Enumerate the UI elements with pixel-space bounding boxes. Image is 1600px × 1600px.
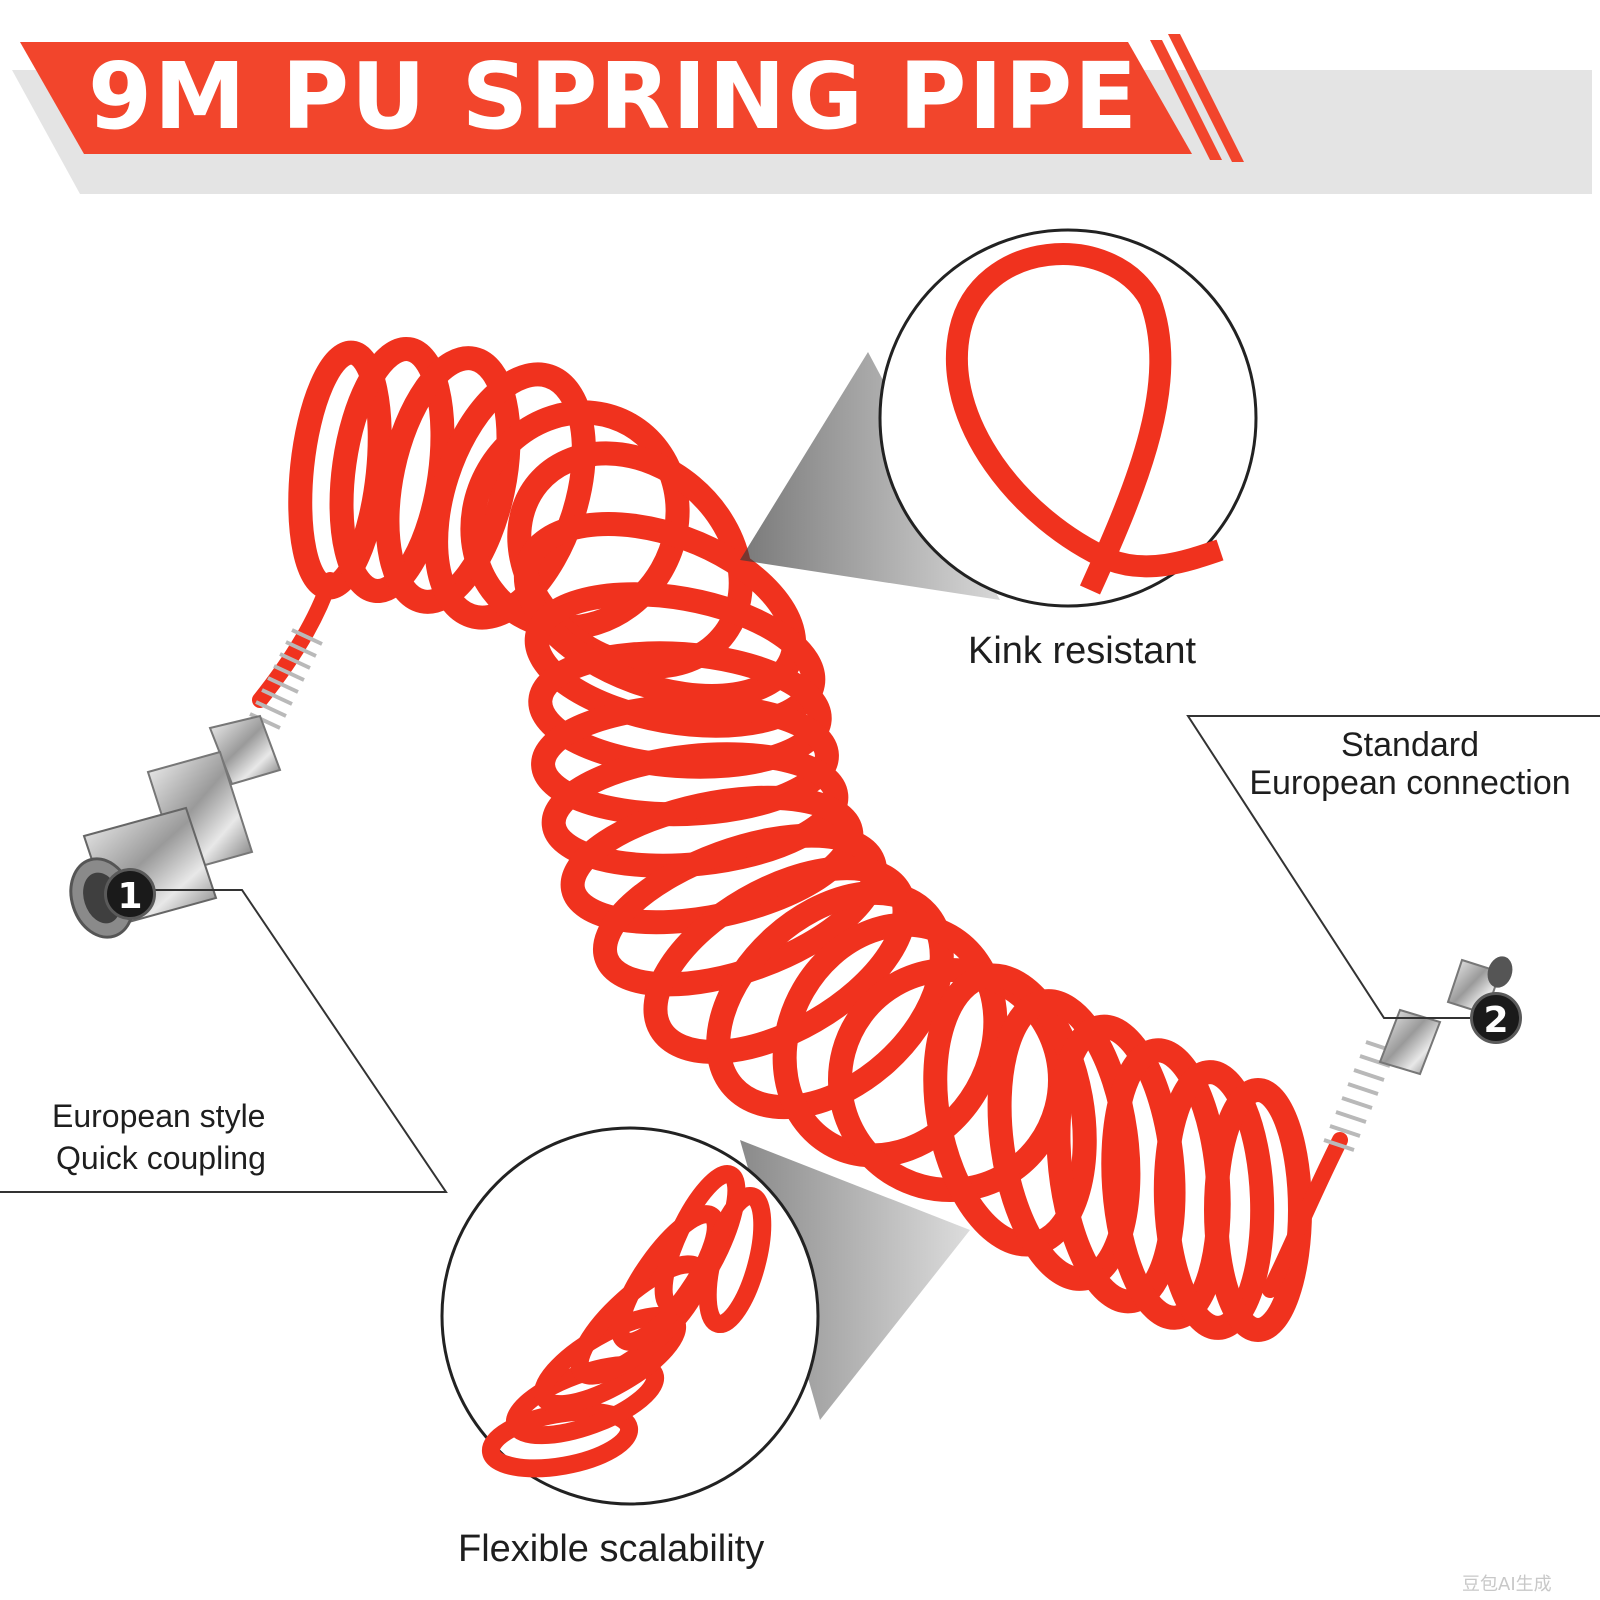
page-title: 9M PU SPRING PIPE bbox=[88, 43, 1139, 150]
kink-loop bbox=[945, 243, 1224, 595]
zoom-cone-bottom bbox=[740, 1140, 970, 1420]
banner-ribbon bbox=[20, 42, 1192, 154]
leader-line-2 bbox=[1186, 715, 1600, 1019]
leader-line-1 bbox=[0, 889, 448, 1193]
label-european-style: European style bbox=[52, 1098, 266, 1134]
spring-guard-left bbox=[249, 628, 323, 730]
label-kink-resistant: Kink resistant bbox=[968, 630, 1197, 672]
label-flexible-scalability: Flexible scalability bbox=[458, 1528, 765, 1570]
quick-coupling-left bbox=[69, 714, 282, 939]
marker-1: 1 bbox=[104, 868, 156, 920]
banner-stripe bbox=[1168, 34, 1244, 162]
coiled-hose bbox=[288, 337, 1312, 1342]
watermark: 豆包AI生成 bbox=[1462, 1574, 1552, 1595]
hose-tail-right bbox=[1262, 1132, 1348, 1298]
label-quick-coupling: Quick coupling bbox=[56, 1140, 266, 1176]
flex-coil bbox=[481, 1165, 772, 1478]
marker-2: 2 bbox=[1470, 992, 1522, 1044]
label-standard: Standard bbox=[1341, 726, 1479, 764]
label-european-connection: European connection bbox=[1249, 764, 1571, 802]
banner-stripe bbox=[1150, 40, 1222, 160]
spring-guard-right bbox=[1323, 1040, 1397, 1152]
hose-tail-left bbox=[252, 572, 338, 708]
